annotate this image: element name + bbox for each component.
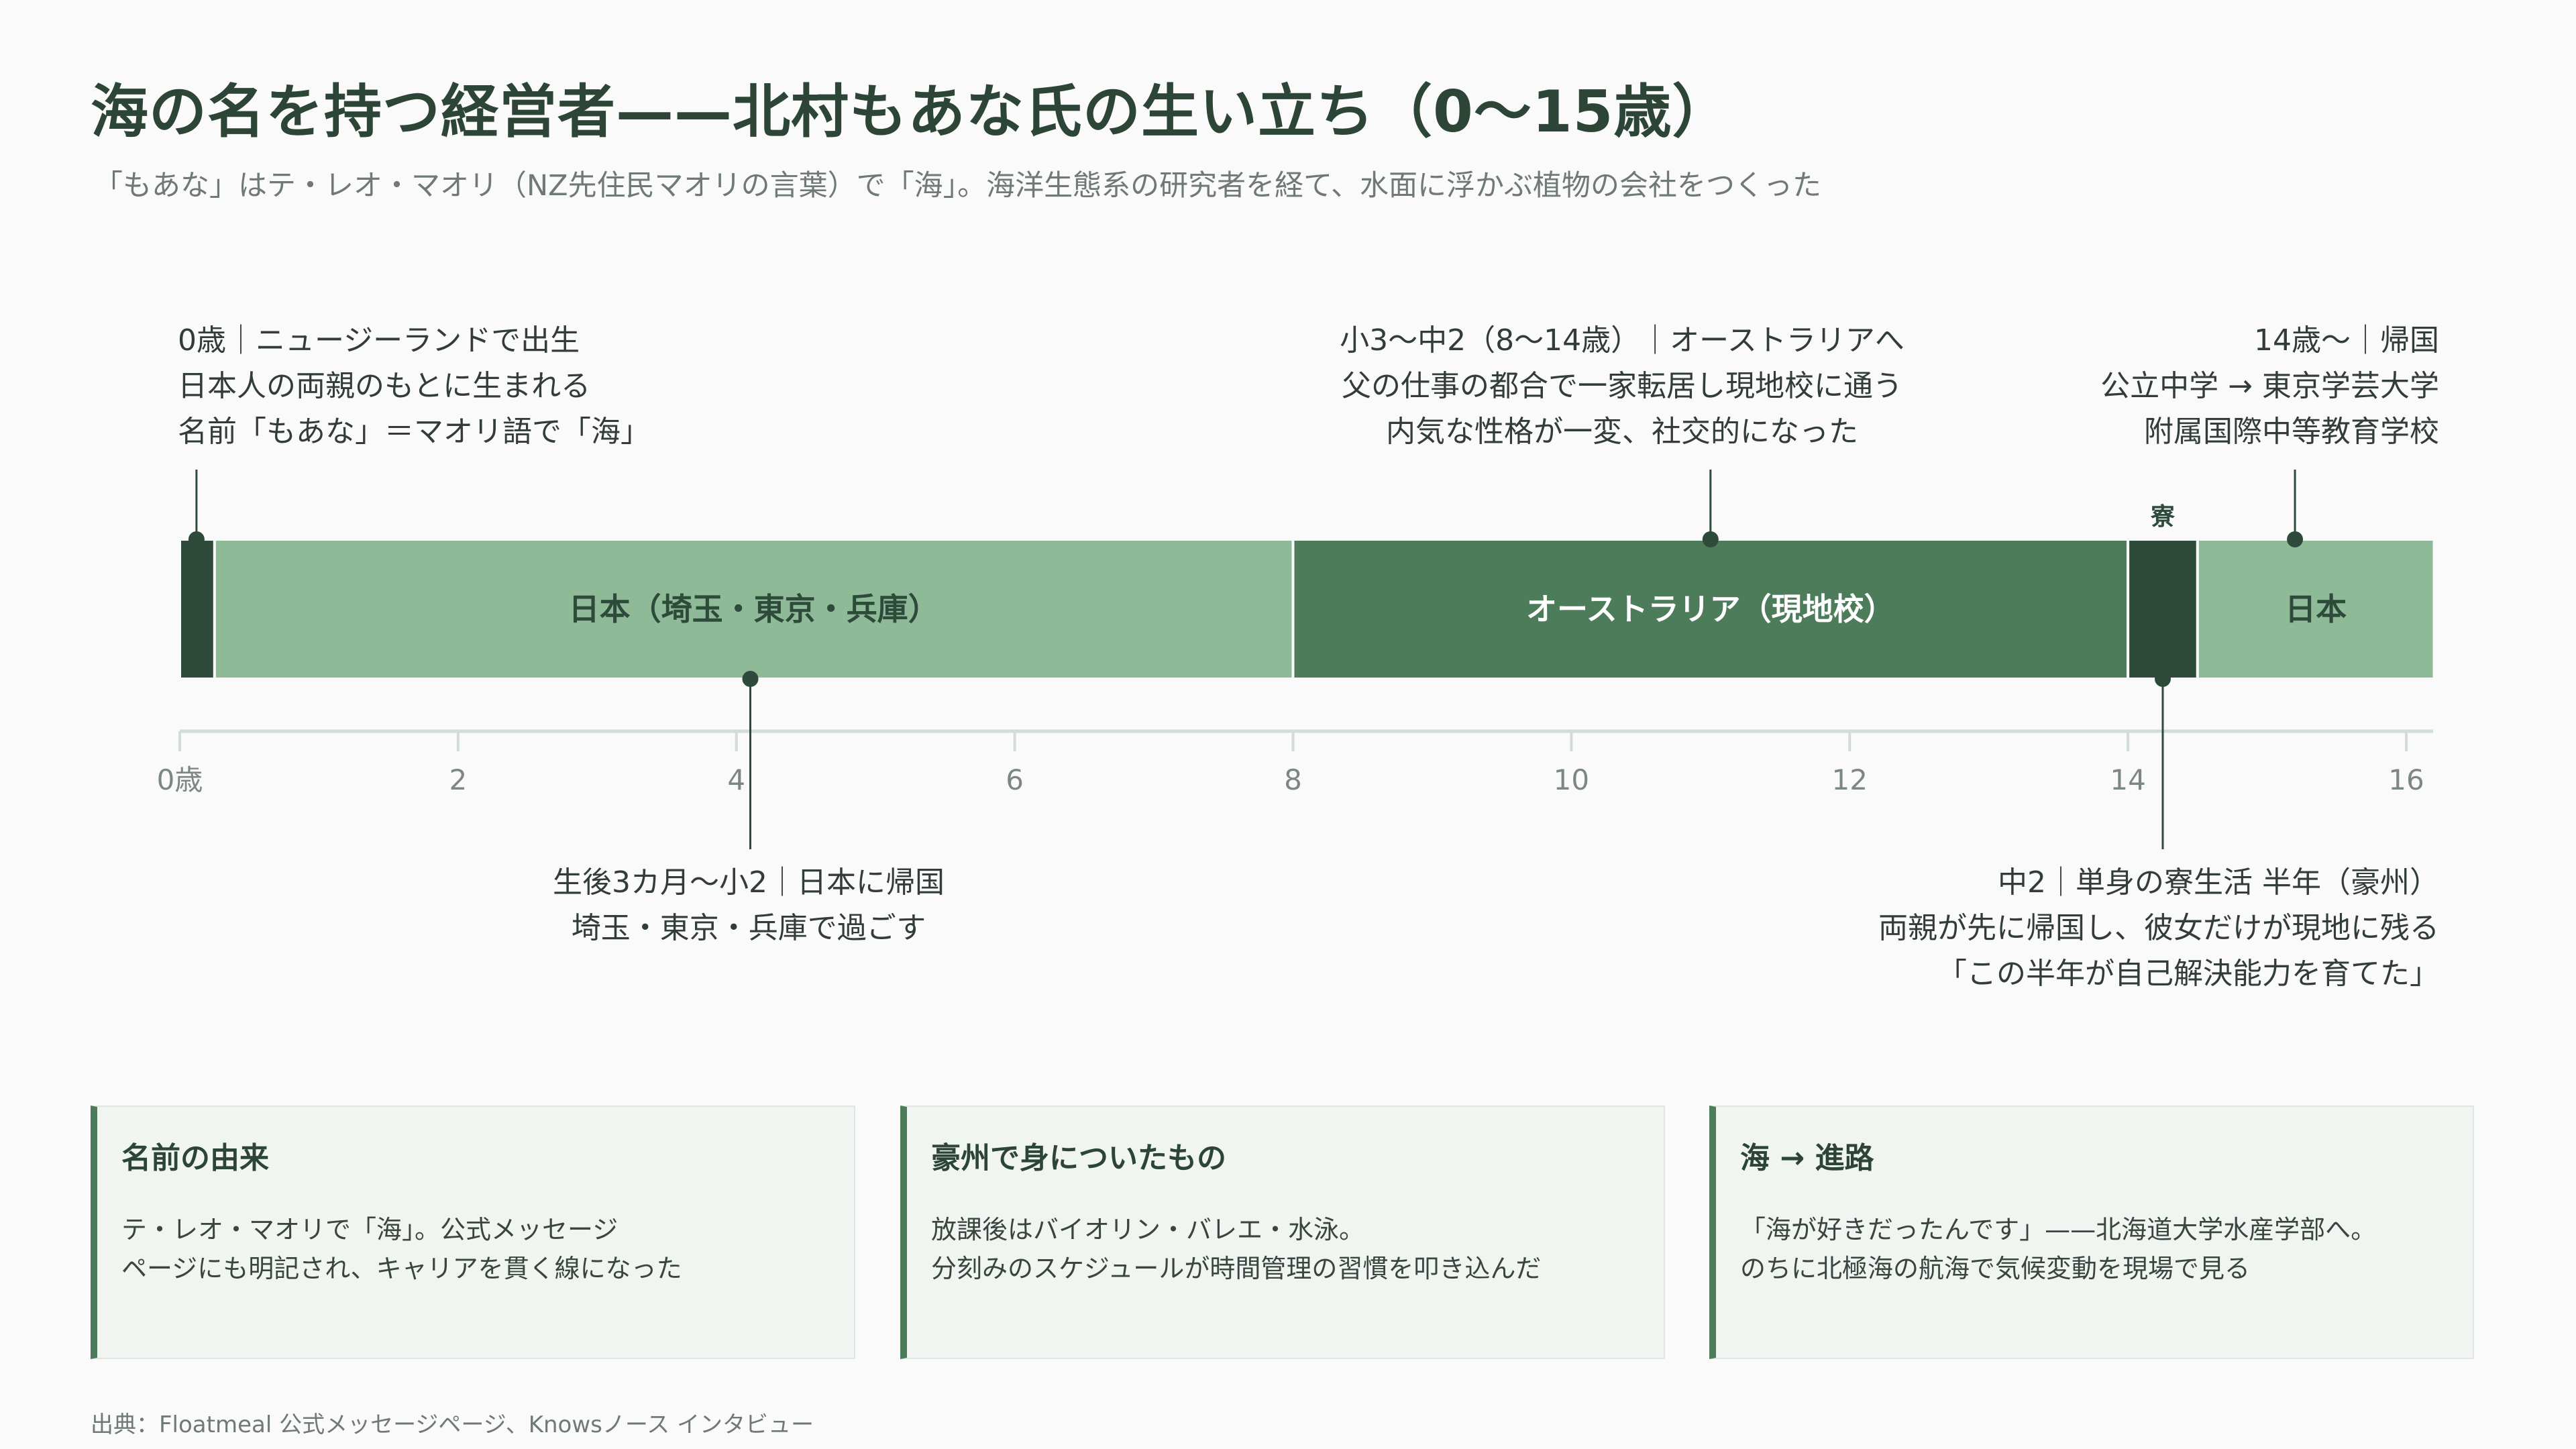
segment-label: オーストラリア（現地校）	[1526, 591, 1895, 627]
annotation-birth-line-3: 名前「もあな」＝マオリ語で「海」	[178, 415, 650, 449]
segment-label: 日本（埼玉・東京・兵庫）	[569, 591, 939, 627]
card-australia-skills: 豪州で身についたもの 放課後はバイオリン・バレエ・水泳。 分刻みのスケジュールが…	[900, 1106, 1665, 1359]
axis-tick-label: 14	[2110, 763, 2145, 796]
annotation-birth-line-1: 0歳｜ニュージーランドで出生	[178, 323, 580, 358]
card-name-origin: 名前の由来 テ・レオ・マオリで「海」。公式メッセージ ページにも明記され、キャリ…	[91, 1106, 855, 1359]
annotation-dorm: 中2｜単身の寮生活 半年（豪州） 両親が先に帰国し、彼女だけが現地に残る 「この…	[1878, 860, 2439, 997]
annotation-dot	[742, 671, 759, 687]
annotation-dorm-line-2: 両親が先に帰国し、彼女だけが現地に残る	[1878, 911, 2439, 945]
annotation-return-line-2: 公立中学 → 東京学芸大学	[2100, 369, 2439, 403]
card-title: 豪州で身についたもの	[931, 1141, 1226, 1175]
axis-tick-label: 16	[2388, 763, 2424, 796]
timeline-segment	[1291, 538, 2130, 680]
page-subtitle: 「もあな」はテ・レオ・マオリ（NZ先住民マオリの言葉）で「海」。海洋生態系の研究…	[94, 169, 1821, 203]
timeline-segment	[178, 538, 216, 680]
axis-tick-label: 6	[1006, 763, 1024, 796]
annotation-japan-line-1: 生後3カ月〜小2｜日本に帰国	[553, 865, 945, 900]
card-line: ページにも明記され、キャリアを貫く線になった	[121, 1254, 682, 1283]
card-line: テ・レオ・マオリで「海」。公式メッセージ	[121, 1215, 619, 1244]
annotation-dot	[1702, 531, 1719, 547]
annotation-dorm-line-1: 中2｜単身の寮生活 半年（豪州）	[1998, 865, 2439, 900]
annotation-australia: 小3〜中2（8〜14歳）｜オーストラリアへ 父の仕事の都合で一家転居し現地校に通…	[1340, 318, 1904, 455]
card-line: 分刻みのスケジュールが時間管理の習慣を叩き込んだ	[931, 1254, 1542, 1283]
card-sea-career: 海 → 進路 「海が好きだったんです」——北海道大学水産学部へ。 のちに北極海の…	[1709, 1106, 2474, 1359]
card-title: 名前の由来	[121, 1141, 269, 1175]
annotation-australia-line-2: 父の仕事の都合で一家転居し現地校に通う	[1342, 369, 1902, 403]
card-line: 「海が好きだったんです」——北海道大学水産学部へ。	[1740, 1215, 2377, 1244]
annotation-return-line-1: 14歳〜｜帰国	[2254, 323, 2439, 358]
segment-label: 日本	[2285, 591, 2347, 627]
annotation-birth: 0歳｜ニュージーランドで出生 日本人の両親のもとに生まれる 名前「もあな」＝マオ…	[178, 318, 650, 455]
axis-tick-label: 4	[727, 763, 745, 796]
axis-tick-label: 8	[1284, 763, 1302, 796]
annotation-australia-line-1: 小3〜中2（8〜14歳）｜オーストラリアへ	[1340, 323, 1904, 358]
axis-tick-label: 10	[1554, 763, 1589, 796]
axis-tick-label: 2	[449, 763, 468, 796]
timeline-segment	[2127, 538, 2199, 680]
axis-tick-label: 0歳	[157, 763, 203, 796]
annotation-dot	[2154, 671, 2171, 687]
segment-label: 寮	[2150, 503, 2175, 531]
card-line: 放課後はバイオリン・バレエ・水泳。	[931, 1215, 1365, 1244]
annotation-birth-line-2: 日本人の両親のもとに生まれる	[178, 369, 591, 403]
annotation-return-line-3: 附属国際中等教育学校	[2144, 415, 2439, 449]
card-title: 海 → 進路	[1740, 1141, 1874, 1175]
annotation-australia-line-3: 内気な性格が一変、社交的になった	[1386, 415, 1858, 449]
annotation-dorm-line-3: 「この半年が自己解決能力を育てた」	[1937, 957, 2439, 991]
timeline-segment	[2196, 538, 2436, 680]
axis-tick-label: 12	[1832, 763, 1868, 796]
annotation-japan-line-2: 埼玉・東京・兵庫で過ごす	[571, 911, 926, 945]
annotation-dot	[188, 531, 205, 547]
annotation-dot	[2287, 531, 2304, 547]
source-note: 出典：Floatmeal 公式メッセージページ、Knowsノース インタビュー	[91, 1411, 814, 1438]
card-line: のちに北極海の航海で気候変動を現場で見る	[1740, 1254, 2251, 1283]
page-title: 海の名を持つ経営者——北村もあな氏の生い立ち（0〜15歳）	[91, 78, 1731, 146]
annotation-return: 14歳〜｜帰国 公立中学 → 東京学芸大学 附属国際中等教育学校	[2100, 318, 2439, 455]
annotation-japan: 生後3カ月〜小2｜日本に帰国 埼玉・東京・兵庫で過ごす	[553, 860, 945, 951]
